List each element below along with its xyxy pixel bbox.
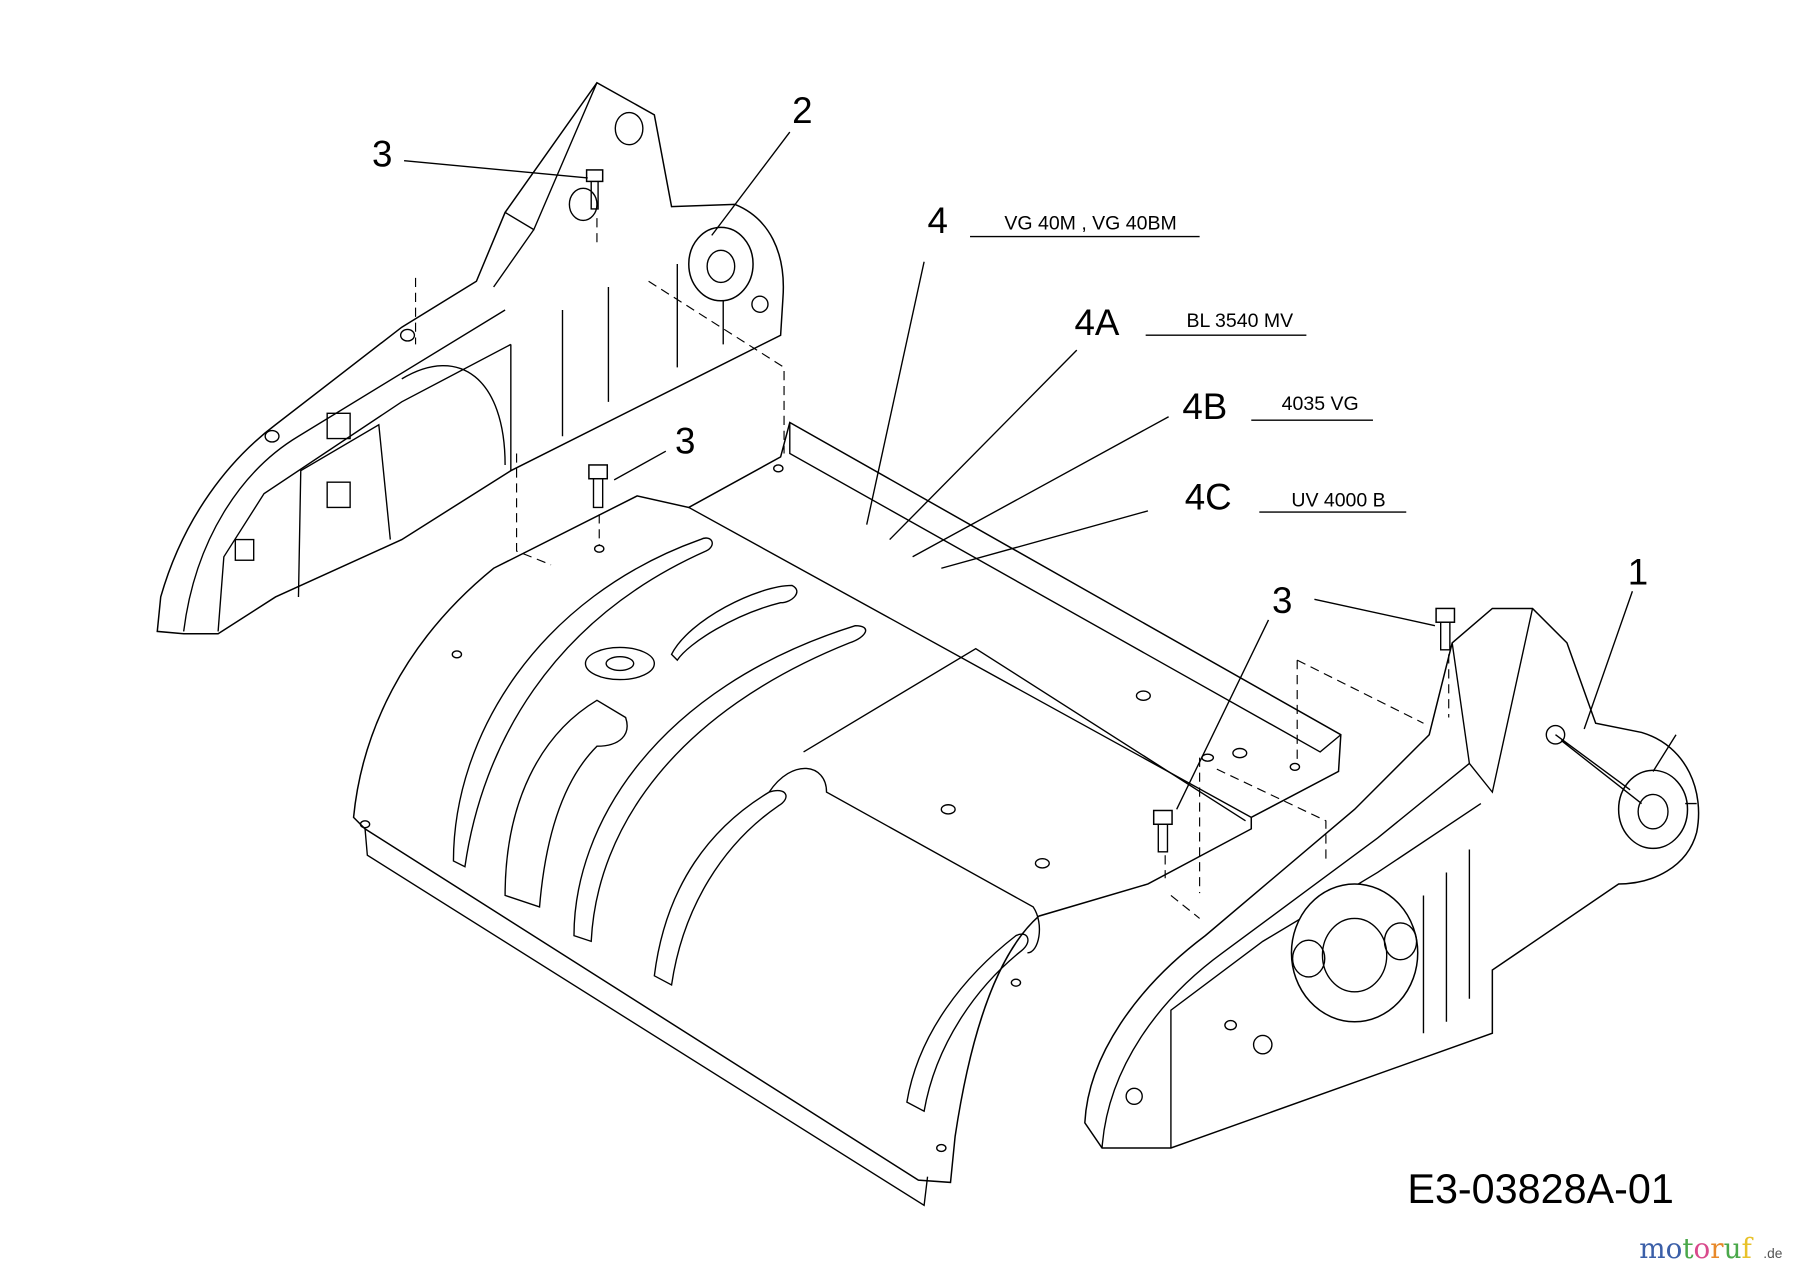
drawing-code: E3-03828A-01 [1407, 1166, 1673, 1212]
logo-letter: o [1694, 1233, 1711, 1265]
logo-letter: o [1666, 1233, 1683, 1265]
screw-right-low [1152, 809, 1173, 853]
screw-right-top [1435, 607, 1456, 651]
logo-letter: t [1682, 1233, 1693, 1265]
logo-letter: r [1710, 1233, 1724, 1265]
logo-wordmark: motoruf [1639, 1233, 1753, 1265]
callout-4b: 4B [1182, 386, 1227, 427]
leader-lines [404, 131, 1634, 810]
right-side-housing [1084, 607, 1700, 1149]
callout-4: 4 [928, 200, 948, 241]
model-label-4b: 4035 VG [1282, 393, 1359, 415]
left-side-housing [156, 81, 785, 635]
callout-3-right: 3 [1272, 580, 1292, 621]
screws [585, 169, 1456, 853]
model-label-4a: BL 3540 MV [1186, 310, 1293, 332]
model-label-4: VG 40M , VG 40BM [1004, 213, 1176, 235]
callout-4c: 4C [1185, 477, 1232, 518]
logo-suffix: .de [1763, 1246, 1782, 1261]
callout-1: 1 [1628, 551, 1648, 592]
screw-mid-left [588, 464, 609, 509]
logo-letter: f [1741, 1233, 1753, 1265]
callout-3-top-left: 3 [372, 133, 392, 174]
callout-3-mid: 3 [675, 420, 695, 461]
callout-4a: 4A [1074, 302, 1119, 343]
screw-top-left [585, 169, 604, 210]
assembly-lines [414, 218, 1450, 919]
model-label-4c: UV 4000 B [1291, 489, 1385, 511]
cover-plate [352, 421, 1342, 1207]
logo-letter: m [1639, 1233, 1665, 1265]
motoruf-logo: motoruf .de [1639, 1233, 1782, 1265]
logo-letter: u [1724, 1233, 1742, 1265]
callout-2: 2 [792, 90, 812, 131]
